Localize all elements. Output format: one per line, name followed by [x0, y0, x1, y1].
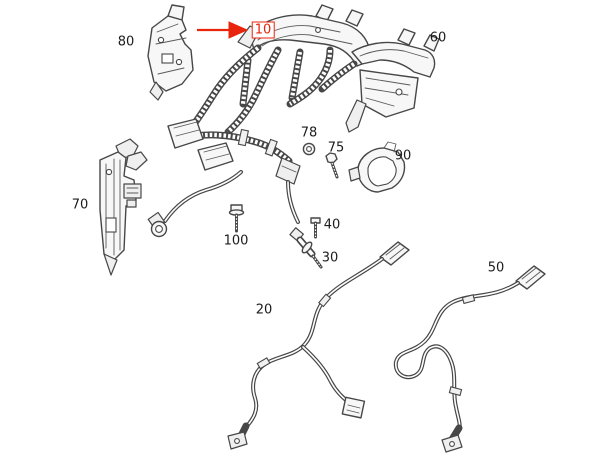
part-label-70: 70: [71, 197, 89, 213]
part-label-50: 50: [487, 260, 505, 276]
part-label-20: 20: [255, 302, 273, 318]
part-70-tall-bracket: [99, 138, 148, 276]
part-label-75: 75: [327, 140, 345, 156]
part-50-wiring-harness: [393, 265, 546, 453]
part-label-60: 60: [429, 30, 447, 46]
part-30-sensor: [289, 227, 323, 269]
part-label-78: 78: [300, 125, 318, 141]
sensor-lead-left: [147, 170, 243, 238]
part-40-bolt: [310, 217, 321, 239]
part-label-40: 40: [323, 217, 341, 233]
part-label-100: 100: [223, 233, 249, 249]
part-90-clamp-bracket: [348, 141, 406, 193]
part-75-bolt: [325, 152, 339, 179]
part-label-80: 80: [117, 34, 135, 50]
part-78-washer: [302, 142, 316, 156]
part-label-10: 10: [251, 21, 275, 39]
part-20-wiring-harness: [227, 241, 410, 450]
part-10-harness-assembly: [167, 4, 373, 224]
part-100-bolt: [228, 204, 245, 233]
part-60-bracket-assembly: [318, 28, 440, 133]
part-80-bracket: [147, 4, 194, 101]
part-label-90: 90: [394, 148, 412, 164]
part-label-30: 30: [321, 250, 339, 266]
